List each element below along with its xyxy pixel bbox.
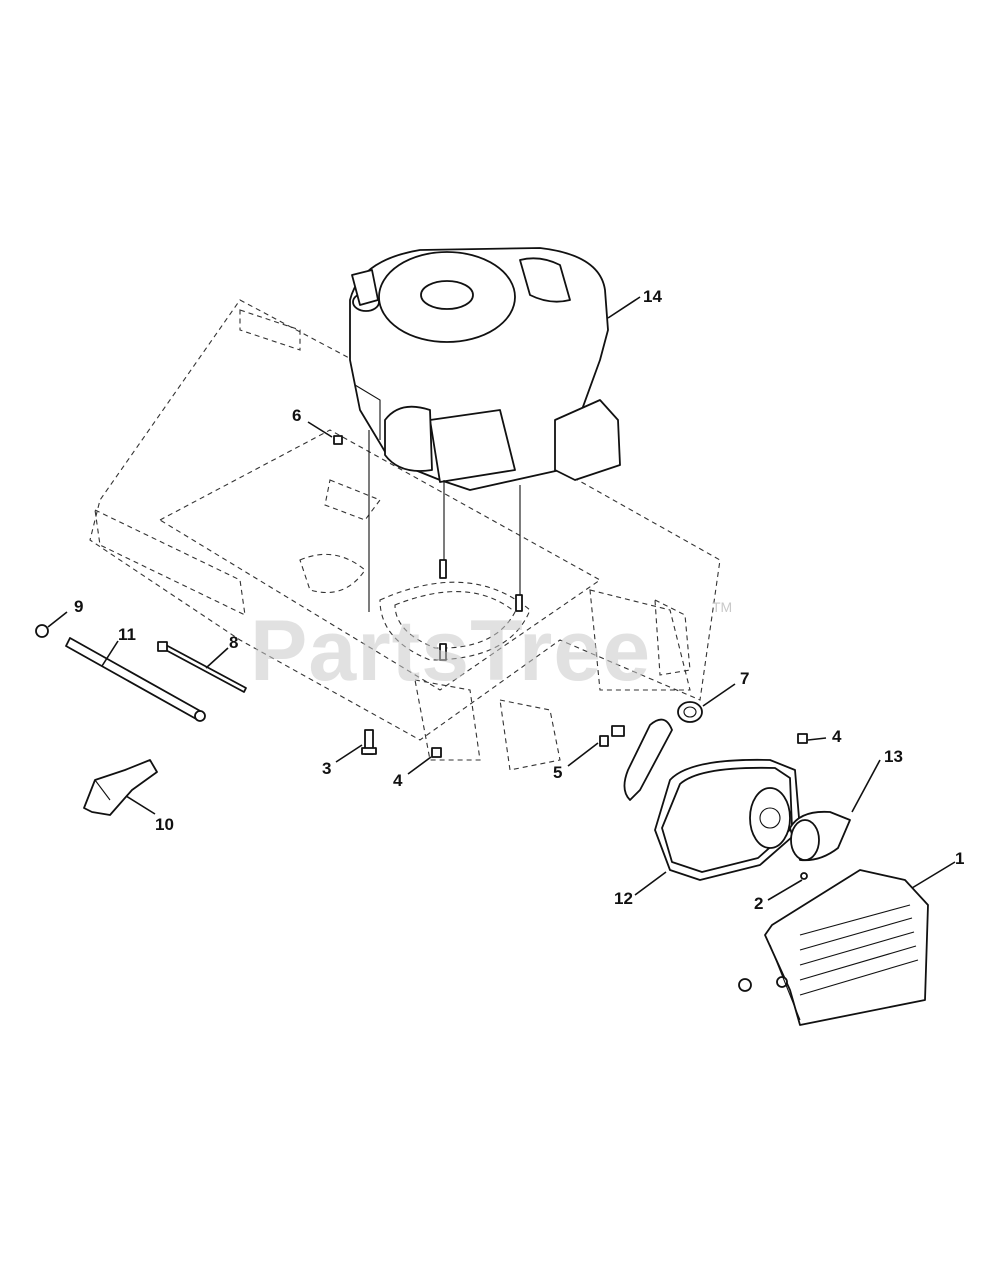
callout-7: 7	[740, 669, 749, 688]
cable-tie-8	[157, 641, 247, 693]
clip-10	[83, 759, 158, 816]
leader-11	[101, 640, 119, 667]
spark-arrestor-13	[789, 810, 851, 862]
leader-6	[307, 421, 333, 438]
screw-2	[800, 872, 808, 880]
nut-4-left	[431, 747, 442, 758]
callout-1: 1	[955, 849, 964, 868]
leader-4a	[407, 756, 432, 775]
gasket-7	[677, 701, 703, 723]
callouts: 14 6 9 11 8 3 10 4 5 7 4 13 12 2 1	[74, 287, 964, 913]
watermark-brand: PartsTree	[250, 603, 651, 699]
leader-2	[767, 879, 803, 901]
watermark: PartsTree TM	[250, 599, 732, 699]
callout-10: 10	[155, 815, 174, 834]
leader-14	[607, 296, 641, 319]
watermark-trademark: TM	[712, 599, 732, 615]
leader-8	[205, 647, 229, 669]
leader-5	[567, 742, 599, 767]
leader-4b	[807, 737, 827, 741]
callout-4-left: 4	[393, 771, 403, 790]
callout-11: 11	[118, 625, 136, 644]
leader-3	[335, 744, 363, 763]
callout-2: 2	[754, 894, 763, 913]
leader-1	[911, 861, 956, 889]
heat-shield-1	[738, 869, 929, 1026]
callout-6: 6	[292, 406, 301, 425]
leader-10	[125, 795, 156, 815]
engine	[349, 247, 621, 491]
callout-3: 3	[322, 759, 331, 778]
engine-mount-guides	[368, 430, 523, 661]
leader-12	[634, 871, 667, 896]
bolt-3	[361, 729, 377, 755]
nut-4-right	[797, 733, 808, 744]
callout-13: 13	[884, 747, 903, 766]
muffler-12	[623, 718, 801, 881]
callout-8: 8	[229, 633, 238, 652]
callout-9: 9	[74, 597, 83, 616]
bolt-5	[599, 725, 625, 747]
callout-4-right: 4	[832, 727, 842, 746]
leader-lines	[47, 296, 956, 901]
callout-5: 5	[553, 763, 562, 782]
frame-chassis	[89, 299, 721, 771]
bolt-6	[333, 435, 343, 445]
rod-11	[65, 637, 206, 722]
leader-9	[47, 611, 68, 628]
nut-9	[35, 624, 49, 638]
callout-12: 12	[614, 889, 633, 908]
leader-13	[851, 759, 881, 813]
leader-7	[702, 683, 736, 707]
callout-14: 14	[643, 287, 662, 306]
